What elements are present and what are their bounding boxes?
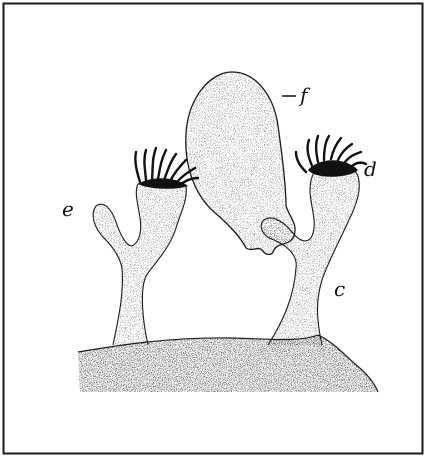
label-e: e xyxy=(62,197,74,221)
left-polyp xyxy=(93,148,198,345)
gonophore-bud xyxy=(186,72,295,255)
label-c: c xyxy=(334,277,345,301)
label-f: f xyxy=(298,83,311,107)
label-d: d xyxy=(364,157,377,181)
